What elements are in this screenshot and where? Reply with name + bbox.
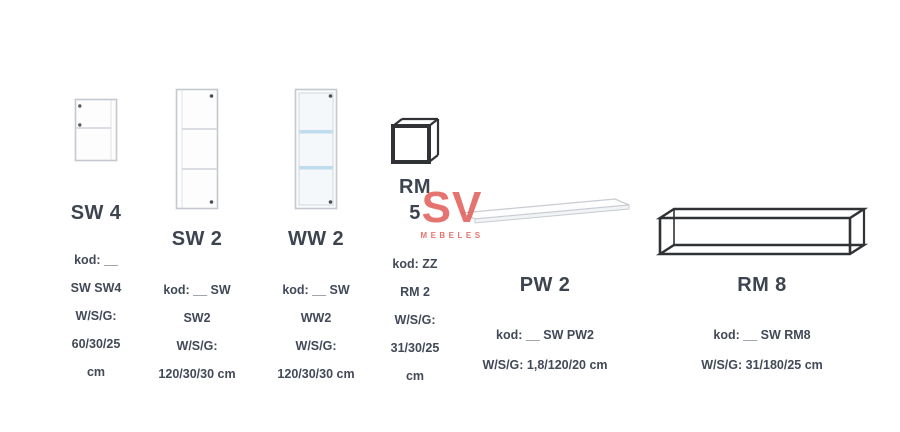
watermark-text-sv: SV <box>421 183 483 232</box>
product-spec: kod: ZZ RM 2 W/S/G: 31/30/25 cm <box>360 250 470 390</box>
watermark-text-mebeles: MEBELES <box>420 231 484 240</box>
spec-line: kod: __ SW <box>282 283 350 297</box>
spec-line: kod: __ SW PW2 <box>496 328 594 342</box>
product-title: PW 2 <box>519 274 571 296</box>
spec-line: kod: __ <box>74 253 118 267</box>
spec-line: cm <box>405 369 425 383</box>
spec-line: 120/30/30 cm <box>158 367 236 381</box>
product-card-pw2: PW 2 kod: __ SW PW2 W/S/G: 1,8/120/20 cm <box>455 0 635 432</box>
spec-line: 120/30/30 cm <box>277 367 355 381</box>
product-spec: kod: __ SW PW2 W/S/G: 1,8/120/20 cm <box>455 320 635 380</box>
product-title: WW 2 <box>287 228 345 250</box>
product-spec: kod: __ SW RM8 W/S/G: 31/180/25 cm <box>652 320 872 380</box>
ww2-cabinet-image <box>294 88 338 210</box>
spec-line: W/S/G: 31/180/25 cm <box>701 358 823 372</box>
watermark-logo: SV MEBELES <box>410 183 494 241</box>
rm5-cube-image <box>390 116 440 166</box>
spec-line: W/S/G: <box>176 339 218 353</box>
product-spec: kod: __ SW SW2 W/S/G: 120/30/30 cm <box>132 276 262 388</box>
spec-line: RM 2 <box>400 285 430 299</box>
product-card-rm8: RM 8 kod: __ SW RM8 W/S/G: 31/180/25 cm <box>652 0 872 432</box>
spec-line: W/S/G: <box>295 339 337 353</box>
spec-line: 60/30/25 <box>71 337 121 351</box>
spec-line: cm <box>86 365 106 379</box>
product-spec: kod: __ SW WW2 W/S/G: 120/30/30 cm <box>251 276 381 388</box>
sw2-cabinet-image <box>175 88 219 210</box>
product-card-rm5: RM 5 kod: ZZ RM 2 W/S/G: 31/30/25 cm <box>360 0 470 432</box>
product-card-sw2: SW 2 kod: __ SW SW2 W/S/G: 120/30/30 cm <box>132 0 262 432</box>
spec-line: W/S/G: 1,8/120/20 cm <box>482 358 608 372</box>
spec-line: kod: ZZ <box>392 257 438 271</box>
spec-line: kod: __ SW <box>163 283 231 297</box>
spec-line: W/S/G: <box>394 313 436 327</box>
rm8-frame-shelf-image <box>656 204 868 264</box>
product-title: RM 5 <box>399 176 431 224</box>
product-title: SW 4 <box>70 202 122 224</box>
product-card-ww2: WW 2 kod: __ SW WW2 W/S/G: 120/30/30 cm <box>251 0 381 432</box>
spec-line: 31/30/25 <box>390 341 440 355</box>
product-spec: kod: __ SW SW4 W/S/G: 60/30/25 cm <box>36 246 156 386</box>
pw2-shelf-image <box>459 196 631 230</box>
spec-line: SW SW4 <box>70 281 122 295</box>
spec-line: SW2 <box>183 311 211 325</box>
product-card-sw4: SW 4 kod: __ SW SW4 W/S/G: 60/30/25 cm <box>36 0 156 432</box>
spec-line: W/S/G: <box>75 309 117 323</box>
spec-line: WW2 <box>300 311 332 325</box>
product-title: RM 8 <box>737 274 787 296</box>
spec-line: kod: __ SW RM8 <box>713 328 811 342</box>
product-title: SW 2 <box>171 228 223 250</box>
sw4-cabinet-image <box>74 98 118 162</box>
